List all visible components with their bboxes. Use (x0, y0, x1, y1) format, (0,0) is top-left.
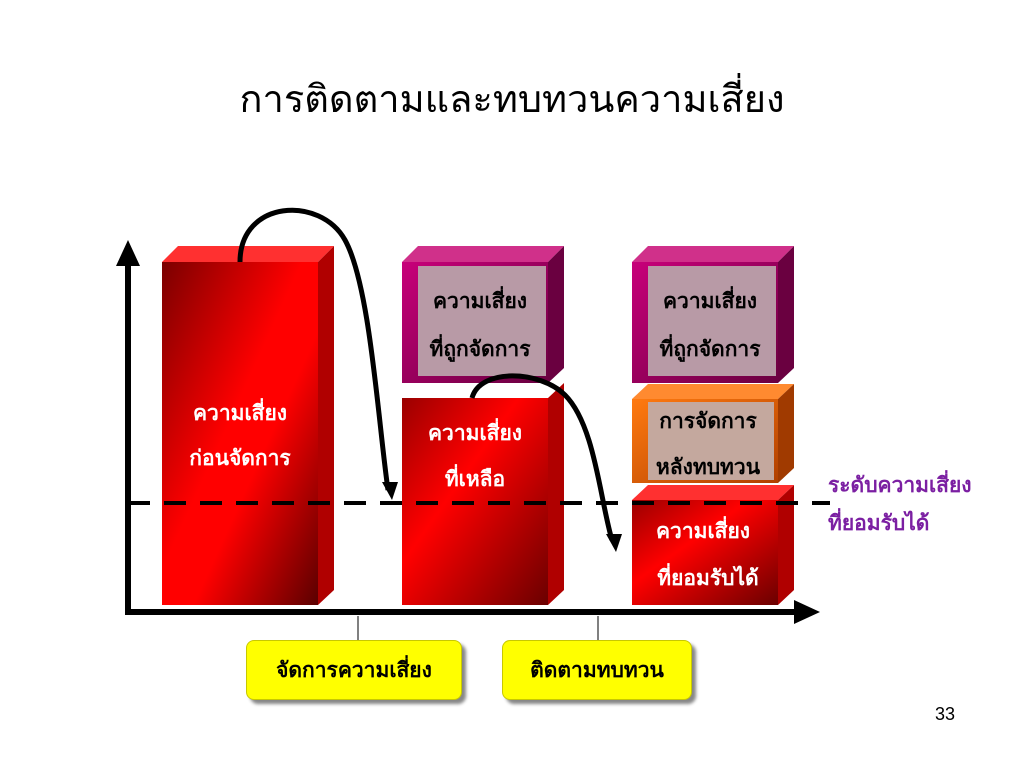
bar-acceptable-risk: ความเสี่ยง ที่ยอมรับได้ (632, 485, 794, 605)
bar-residual-risk: ความเสี่ยง ที่เหลือ (402, 383, 564, 605)
bar-managed1-line2: ที่ถูกจัดการ (429, 333, 531, 363)
curved-arrow-residual-to-acceptable (469, 373, 615, 541)
threshold-label-line1: ระดับความเสี่ยง (828, 472, 972, 497)
axes (116, 240, 820, 624)
curved-arrow-before-to-residual (237, 207, 391, 491)
bar-managed-risk-1: ความเสี่ยง ที่ถูกจัดการ (402, 246, 564, 383)
curved-arrow-head-2-icon (606, 534, 622, 552)
bar-before-line2: ก่อนจัดการ (189, 445, 291, 470)
bar-after-review: การจัดการ หลังทบทวน (632, 384, 794, 483)
threshold-label: ระดับความเสี่ยง ที่ยอมรับได้ (828, 466, 972, 542)
y-axis-arrow-icon (116, 240, 140, 266)
bar-after-review-line1: การจัดการ (659, 408, 757, 433)
bar-residual-line1: ความเสี่ยง (428, 417, 522, 445)
curved-arrow-head-1-icon (382, 482, 398, 500)
threshold-label-line2: ที่ยอมรับได้ (828, 510, 930, 535)
manage-risk-button[interactable]: จัดการความเสี่ยง (246, 640, 462, 700)
monitor-review-button[interactable]: ติดตามทบทวน (502, 640, 692, 700)
page-number: 33 (935, 704, 956, 724)
bar-managed-risk-2: ความเสี่ยง ที่ถูกจัดการ (632, 246, 794, 383)
bar-before-line1: ความเสี่ยง (193, 397, 287, 425)
x-axis-arrow-icon (794, 600, 820, 624)
bar-managed2-line1: ความเสี่ยง (663, 285, 757, 313)
bar-acceptable-line2: ที่ยอมรับได้ (657, 562, 758, 590)
slide-title: การติดตามและทบทวนความเสี่ยง (239, 77, 785, 121)
bar-acceptable-line1: ความเสี่ยง (656, 515, 750, 543)
bar-after-review-line2: หลังทบทวน (656, 454, 761, 479)
bar-managed1-line1: ความเสี่ยง (433, 285, 527, 313)
bar-before-management: ความเสี่ยง ก่อนจัดการ (162, 246, 334, 605)
bar-residual-line2: ที่เหลือ (445, 463, 505, 491)
bar-managed2-line2: ที่ถูกจัดการ (659, 333, 761, 363)
